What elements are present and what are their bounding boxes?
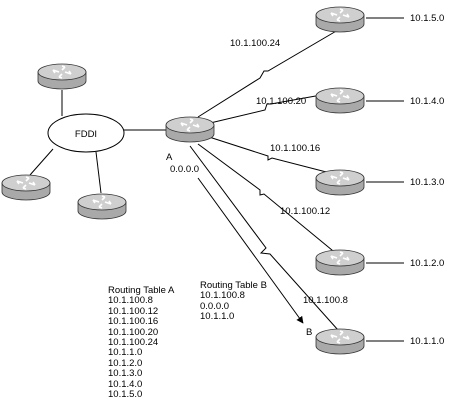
- serial-link-10-1-100-12: [197, 143, 339, 256]
- router-icon-lan-left: [1, 174, 51, 201]
- serial-link-10-1-100-8: [189, 145, 339, 331]
- link-label-10-1-100-20: 10.1.100.20: [256, 96, 306, 107]
- routing-table-a-entry: 10.1.5.0: [108, 388, 143, 400]
- routing-table-b-entry: 10.1.100.8: [200, 290, 245, 302]
- router-icon-10-1-4-0: [315, 87, 365, 114]
- link-label-10-1-100-24: 10.1.100.24: [230, 38, 280, 49]
- link-label-10-1-100-12: 10.1.100.12: [280, 206, 330, 217]
- routing-table-a-entry: 10.1.100.20: [108, 326, 159, 338]
- router-b-icon: [315, 328, 365, 355]
- router-icon-lan-bottom: [77, 193, 127, 220]
- routing-table-a-entry: 10.1.1.0: [108, 347, 143, 359]
- fddi-ring: [47, 113, 125, 153]
- router-icon-10-1-3-0: [315, 169, 365, 196]
- link-label-10-1-100-16: 10.1.100.16: [270, 143, 320, 154]
- routing-table-a-entry: 10.1.2.0: [108, 357, 143, 369]
- routing-table-b-entry: 0.0.0.0: [200, 300, 230, 312]
- serial-link-10-1-100-24: [197, 29, 339, 118]
- fddi-link-bottom-router: [95, 151, 102, 194]
- router-a-route: 0.0.0.0: [170, 164, 199, 175]
- router-b-label: B: [306, 327, 312, 338]
- link-label-10-1-100-8: 10.1.100.8: [303, 295, 348, 306]
- routing-table-a-entry: 10.1.100.8: [108, 295, 153, 307]
- network-label-10-1-4-0: 10.1.4.0: [410, 96, 444, 107]
- fddi-link-left-router: [29, 148, 54, 176]
- fddi-label: FDDI: [75, 129, 97, 140]
- router-a-label: A: [166, 152, 173, 163]
- routing-table-a-entry: 10.1.100.12: [108, 305, 159, 317]
- network-label-10-1-2-0: 10.1.2.0: [410, 258, 444, 269]
- routing-table-b: Routing Table B 10.1.100.8 0.0.0.0 10.1.…: [200, 280, 267, 323]
- network-label-10-1-1-0: 10.1.1.0: [410, 336, 444, 347]
- router-a-icon: [165, 116, 215, 143]
- router-icon-10-1-2-0: [315, 249, 365, 276]
- routing-table-b-entry: 10.1.1.0: [200, 311, 235, 323]
- serial-link-10-1-100-16: [205, 135, 339, 176]
- routing-table-a-entry: 10.1.100.24: [108, 336, 159, 348]
- routing-table-a-entry: 10.1.3.0: [108, 368, 143, 380]
- router-icon-10-1-5-0: [315, 6, 365, 33]
- routing-table-a-entry: 10.1.4.0: [108, 378, 143, 390]
- routing-table-b-title: Routing Table B: [200, 280, 267, 291]
- network-label-10-1-5-0: 10.1.5.0: [410, 13, 444, 24]
- default-route-arrow: [197, 177, 304, 324]
- serial-link-10-1-100-20: [205, 91, 339, 125]
- routing-table-a: Routing Table A 10.1.100.8 10.1.100.12 1…: [108, 285, 175, 400]
- routing-table-a-entry: 10.1.100.16: [108, 316, 159, 328]
- network-label-10-1-3-0: 10.1.3.0: [410, 177, 444, 188]
- router-icon-lan-top: [37, 63, 87, 90]
- routing-table-a-title: Routing Table A: [108, 285, 175, 296]
